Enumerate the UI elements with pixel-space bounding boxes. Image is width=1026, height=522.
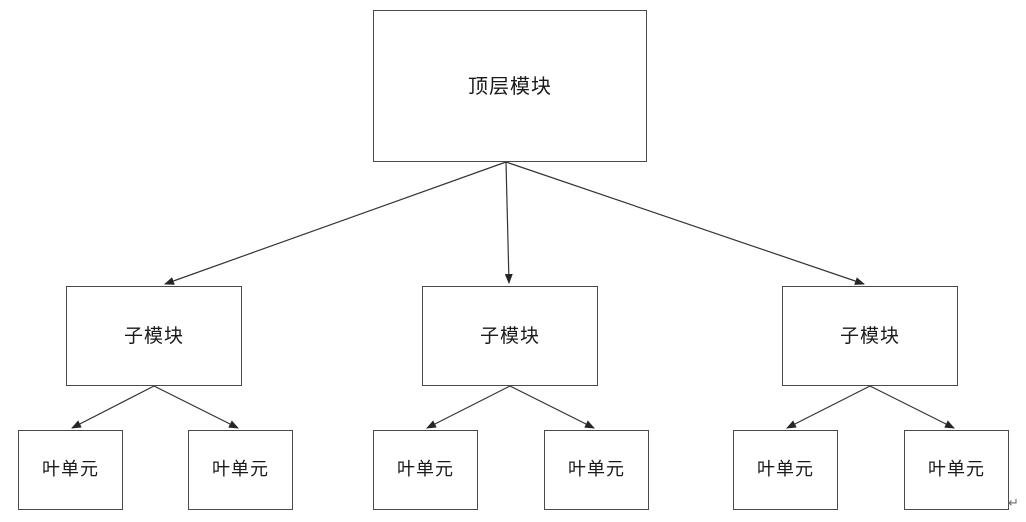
node-leaf-unit-4[interactable]: 叶单元 [544,430,649,510]
node-sub-module-1-label: 子模块 [123,324,184,347]
node-top-module[interactable]: 顶层模块 [373,10,647,162]
node-sub-module-3-label: 子模块 [839,324,900,347]
edge-sub-1-to-leaf-1 [71,385,155,429]
edge-root-to-sub-1 [164,161,507,285]
node-leaf-unit-6-label: 叶单元 [928,459,985,480]
node-sub-module-2[interactable]: 子模块 [422,286,598,386]
node-leaf-unit-2-label: 叶单元 [212,459,269,480]
node-sub-module-1[interactable]: 子模块 [66,286,242,386]
node-leaf-unit-1[interactable]: 叶单元 [18,430,123,510]
edge-root-to-sub-2 [504,161,513,284]
edge-sub-3-to-leaf-5 [786,385,871,429]
edge-root-to-sub-3 [505,161,865,285]
paragraph-mark-icon: ↵ [1008,496,1019,511]
edge-sub-3-to-leaf-6 [869,385,955,429]
node-leaf-unit-5[interactable]: 叶单元 [733,430,838,510]
node-leaf-unit-4-label: 叶单元 [568,459,625,480]
node-leaf-unit-1-label: 叶单元 [42,459,99,480]
node-top-module-label: 顶层模块 [468,74,552,98]
node-leaf-unit-3[interactable]: 叶单元 [373,430,478,510]
node-leaf-unit-6[interactable]: 叶单元 [904,430,1009,510]
edge-sub-2-to-leaf-3 [426,385,511,429]
node-leaf-unit-2[interactable]: 叶单元 [188,430,293,510]
node-leaf-unit-5-label: 叶单元 [757,459,814,480]
node-leaf-unit-3-label: 叶单元 [397,459,454,480]
edge-sub-2-to-leaf-4 [509,385,595,429]
node-sub-module-3[interactable]: 子模块 [782,286,958,386]
node-sub-module-2-label: 子模块 [479,324,540,347]
edge-sub-1-to-leaf-2 [153,385,239,429]
